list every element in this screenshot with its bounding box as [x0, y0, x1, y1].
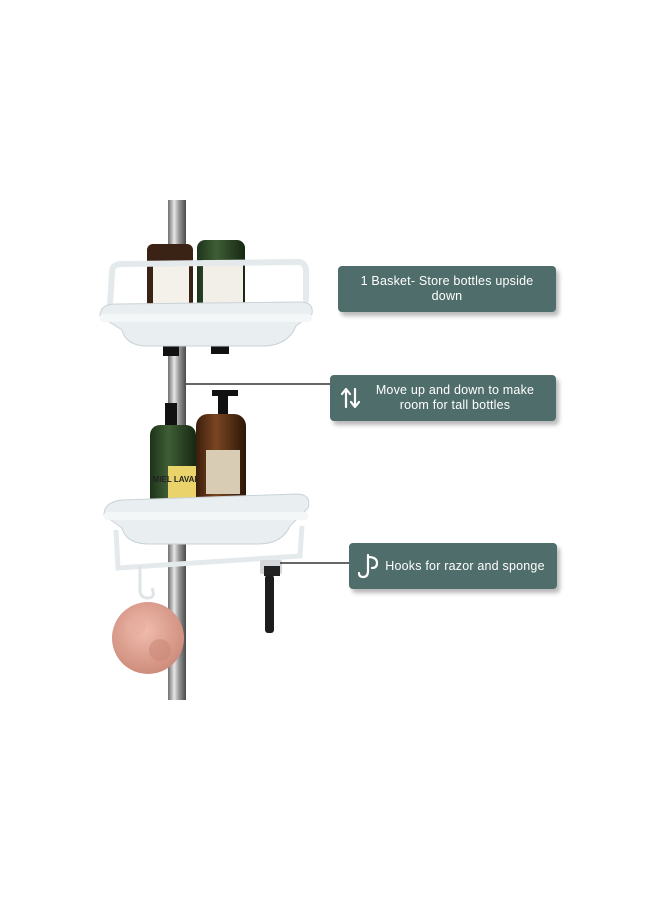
upper-basket	[99, 258, 313, 347]
lower-bottles: MIEL LAVANDE	[150, 390, 246, 513]
callout-move-text: Move up and down to make room for tall b…	[375, 383, 535, 412]
lower-basket	[103, 493, 310, 571]
loofah-sponge	[112, 602, 184, 674]
soap-label-text: MIEL LAVANDE	[153, 475, 212, 484]
callout-move: Move up and down to make room for tall b…	[330, 375, 556, 421]
hook-rail-items	[112, 560, 282, 674]
callout-hooks-text: Hooks for razor and sponge	[385, 558, 545, 573]
callout-hooks: Hooks for razor and sponge	[349, 543, 557, 589]
callout-basket-text: 1 Basket- Store bottles upside down	[360, 274, 534, 303]
hook-icon	[357, 552, 383, 580]
callout-basket: 1 Basket- Store bottles upside down	[338, 266, 556, 312]
razor	[265, 575, 274, 633]
up-down-arrows-icon	[338, 386, 364, 410]
